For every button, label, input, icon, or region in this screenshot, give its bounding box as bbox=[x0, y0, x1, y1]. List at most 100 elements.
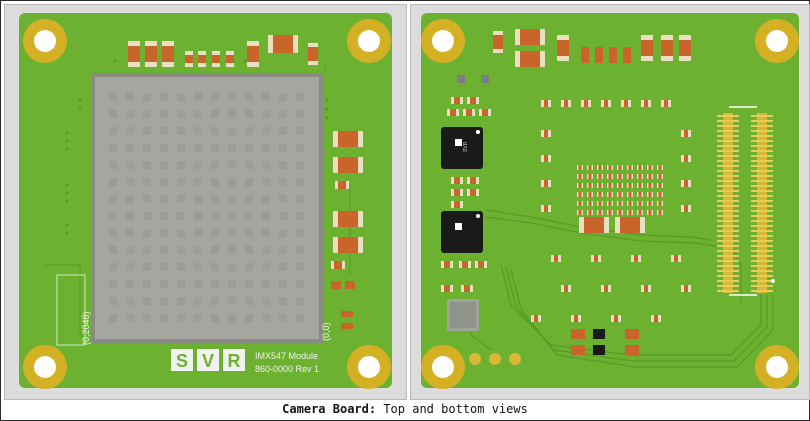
passive-core bbox=[564, 285, 568, 292]
connector-pin1-marker bbox=[771, 279, 775, 283]
connector-pin bbox=[751, 220, 773, 222]
sensor-pad bbox=[279, 297, 287, 305]
sensor-pad bbox=[211, 127, 219, 135]
bga-pad-core bbox=[628, 210, 632, 215]
sensor-pad bbox=[109, 195, 117, 203]
mounting-hole-icon bbox=[23, 345, 67, 389]
caption-bold: Camera Board: bbox=[282, 402, 377, 416]
passive-core bbox=[614, 315, 618, 322]
sensor-pad bbox=[160, 93, 168, 101]
sensor-pad bbox=[143, 195, 151, 203]
sensor-pad bbox=[296, 314, 304, 322]
connector-pin bbox=[751, 180, 773, 182]
sensor-pad bbox=[109, 110, 117, 118]
sensor-pad bbox=[177, 93, 185, 101]
resistor-pad bbox=[467, 97, 470, 104]
sensor-pad bbox=[160, 246, 168, 254]
sensor-pad bbox=[160, 195, 168, 203]
sensor-pad bbox=[228, 229, 236, 237]
connector-pin bbox=[717, 175, 739, 177]
connector-pin bbox=[751, 145, 773, 147]
bga-pad-core bbox=[598, 201, 602, 206]
sensor-pad bbox=[160, 110, 168, 118]
part-number-label: 860-0000 Rev 1 bbox=[255, 364, 319, 374]
capacitor-row-center bbox=[571, 217, 645, 355]
sensor-pad bbox=[194, 110, 202, 118]
sensor-pad bbox=[211, 229, 219, 237]
passive-core bbox=[584, 100, 588, 107]
resistor bbox=[475, 261, 487, 268]
sensor-pad bbox=[143, 314, 151, 322]
sensor-pad bbox=[160, 280, 168, 288]
sensor-pad bbox=[126, 110, 134, 118]
sensor-pad bbox=[109, 246, 117, 254]
sensor-pad bbox=[160, 161, 168, 169]
sensor-pad bbox=[245, 127, 253, 135]
resistor-pad bbox=[450, 285, 453, 292]
passive-core bbox=[544, 100, 548, 107]
bottom-view-board: SVR bbox=[421, 13, 799, 389]
mounting-hole-icon bbox=[421, 19, 465, 63]
passive-core bbox=[684, 285, 688, 292]
connector-pin bbox=[751, 155, 773, 157]
sensor-pad bbox=[296, 263, 304, 271]
bga-pad-core bbox=[578, 192, 582, 197]
sensor-pad bbox=[262, 178, 270, 186]
sensor-pad bbox=[177, 246, 185, 254]
sensor-pad bbox=[228, 178, 236, 186]
sensor-pad bbox=[109, 93, 117, 101]
sensor-pad bbox=[143, 297, 151, 305]
resistor-pad bbox=[475, 261, 478, 268]
silkscreen-outline bbox=[56, 274, 86, 346]
sensor-pad bbox=[211, 161, 219, 169]
sensor-pad bbox=[160, 263, 168, 271]
connector-pin bbox=[717, 160, 739, 162]
connector-pin bbox=[717, 165, 739, 167]
connector-pin bbox=[751, 200, 773, 202]
bga-field bbox=[531, 100, 691, 322]
passive-core bbox=[634, 255, 638, 262]
connector-pin bbox=[751, 205, 773, 207]
sensor-pad bbox=[143, 178, 151, 186]
sensor-pad bbox=[177, 297, 185, 305]
sensor-pad bbox=[143, 229, 151, 237]
bga-pad-core bbox=[638, 192, 642, 197]
resistor-pad bbox=[460, 189, 463, 196]
bga-pad-core bbox=[648, 210, 652, 215]
passive-core bbox=[674, 255, 678, 262]
connector-pin bbox=[717, 195, 739, 197]
sensor-pad bbox=[262, 195, 270, 203]
passive-core bbox=[654, 315, 658, 322]
pcb-board-bottom bbox=[421, 13, 799, 388]
sensor-pad bbox=[177, 178, 185, 186]
sensor-pad bbox=[194, 280, 202, 288]
connector-pin bbox=[717, 235, 739, 237]
connector-row-left bbox=[723, 113, 733, 293]
connector-pin bbox=[751, 190, 773, 192]
passive-core bbox=[544, 205, 548, 212]
bga-pad-core bbox=[608, 174, 612, 179]
connector-pin bbox=[751, 240, 773, 242]
passive-core bbox=[544, 180, 548, 187]
connector-pin bbox=[751, 135, 773, 137]
sensor-pad bbox=[245, 161, 253, 169]
bga-pad-core bbox=[588, 183, 592, 188]
sensor-pad bbox=[160, 178, 168, 186]
connector-pin bbox=[717, 260, 739, 262]
sensor-pad bbox=[109, 144, 117, 152]
sensor-pad bbox=[143, 144, 151, 152]
resistor-pad bbox=[460, 201, 463, 208]
sensor-pad bbox=[245, 314, 253, 322]
sensor-pad bbox=[296, 144, 304, 152]
sensor-pad bbox=[296, 110, 304, 118]
sensor-pad bbox=[177, 212, 185, 220]
resistor-pad bbox=[467, 189, 470, 196]
sensor-pad bbox=[262, 263, 270, 271]
ic-chip-upper bbox=[441, 127, 483, 169]
sensor-pad bbox=[109, 280, 117, 288]
connector-pin bbox=[751, 290, 773, 292]
sensor-pad bbox=[143, 246, 151, 254]
connector-pin bbox=[717, 275, 739, 277]
resistor bbox=[463, 109, 475, 116]
bga-pad-core bbox=[588, 201, 592, 206]
